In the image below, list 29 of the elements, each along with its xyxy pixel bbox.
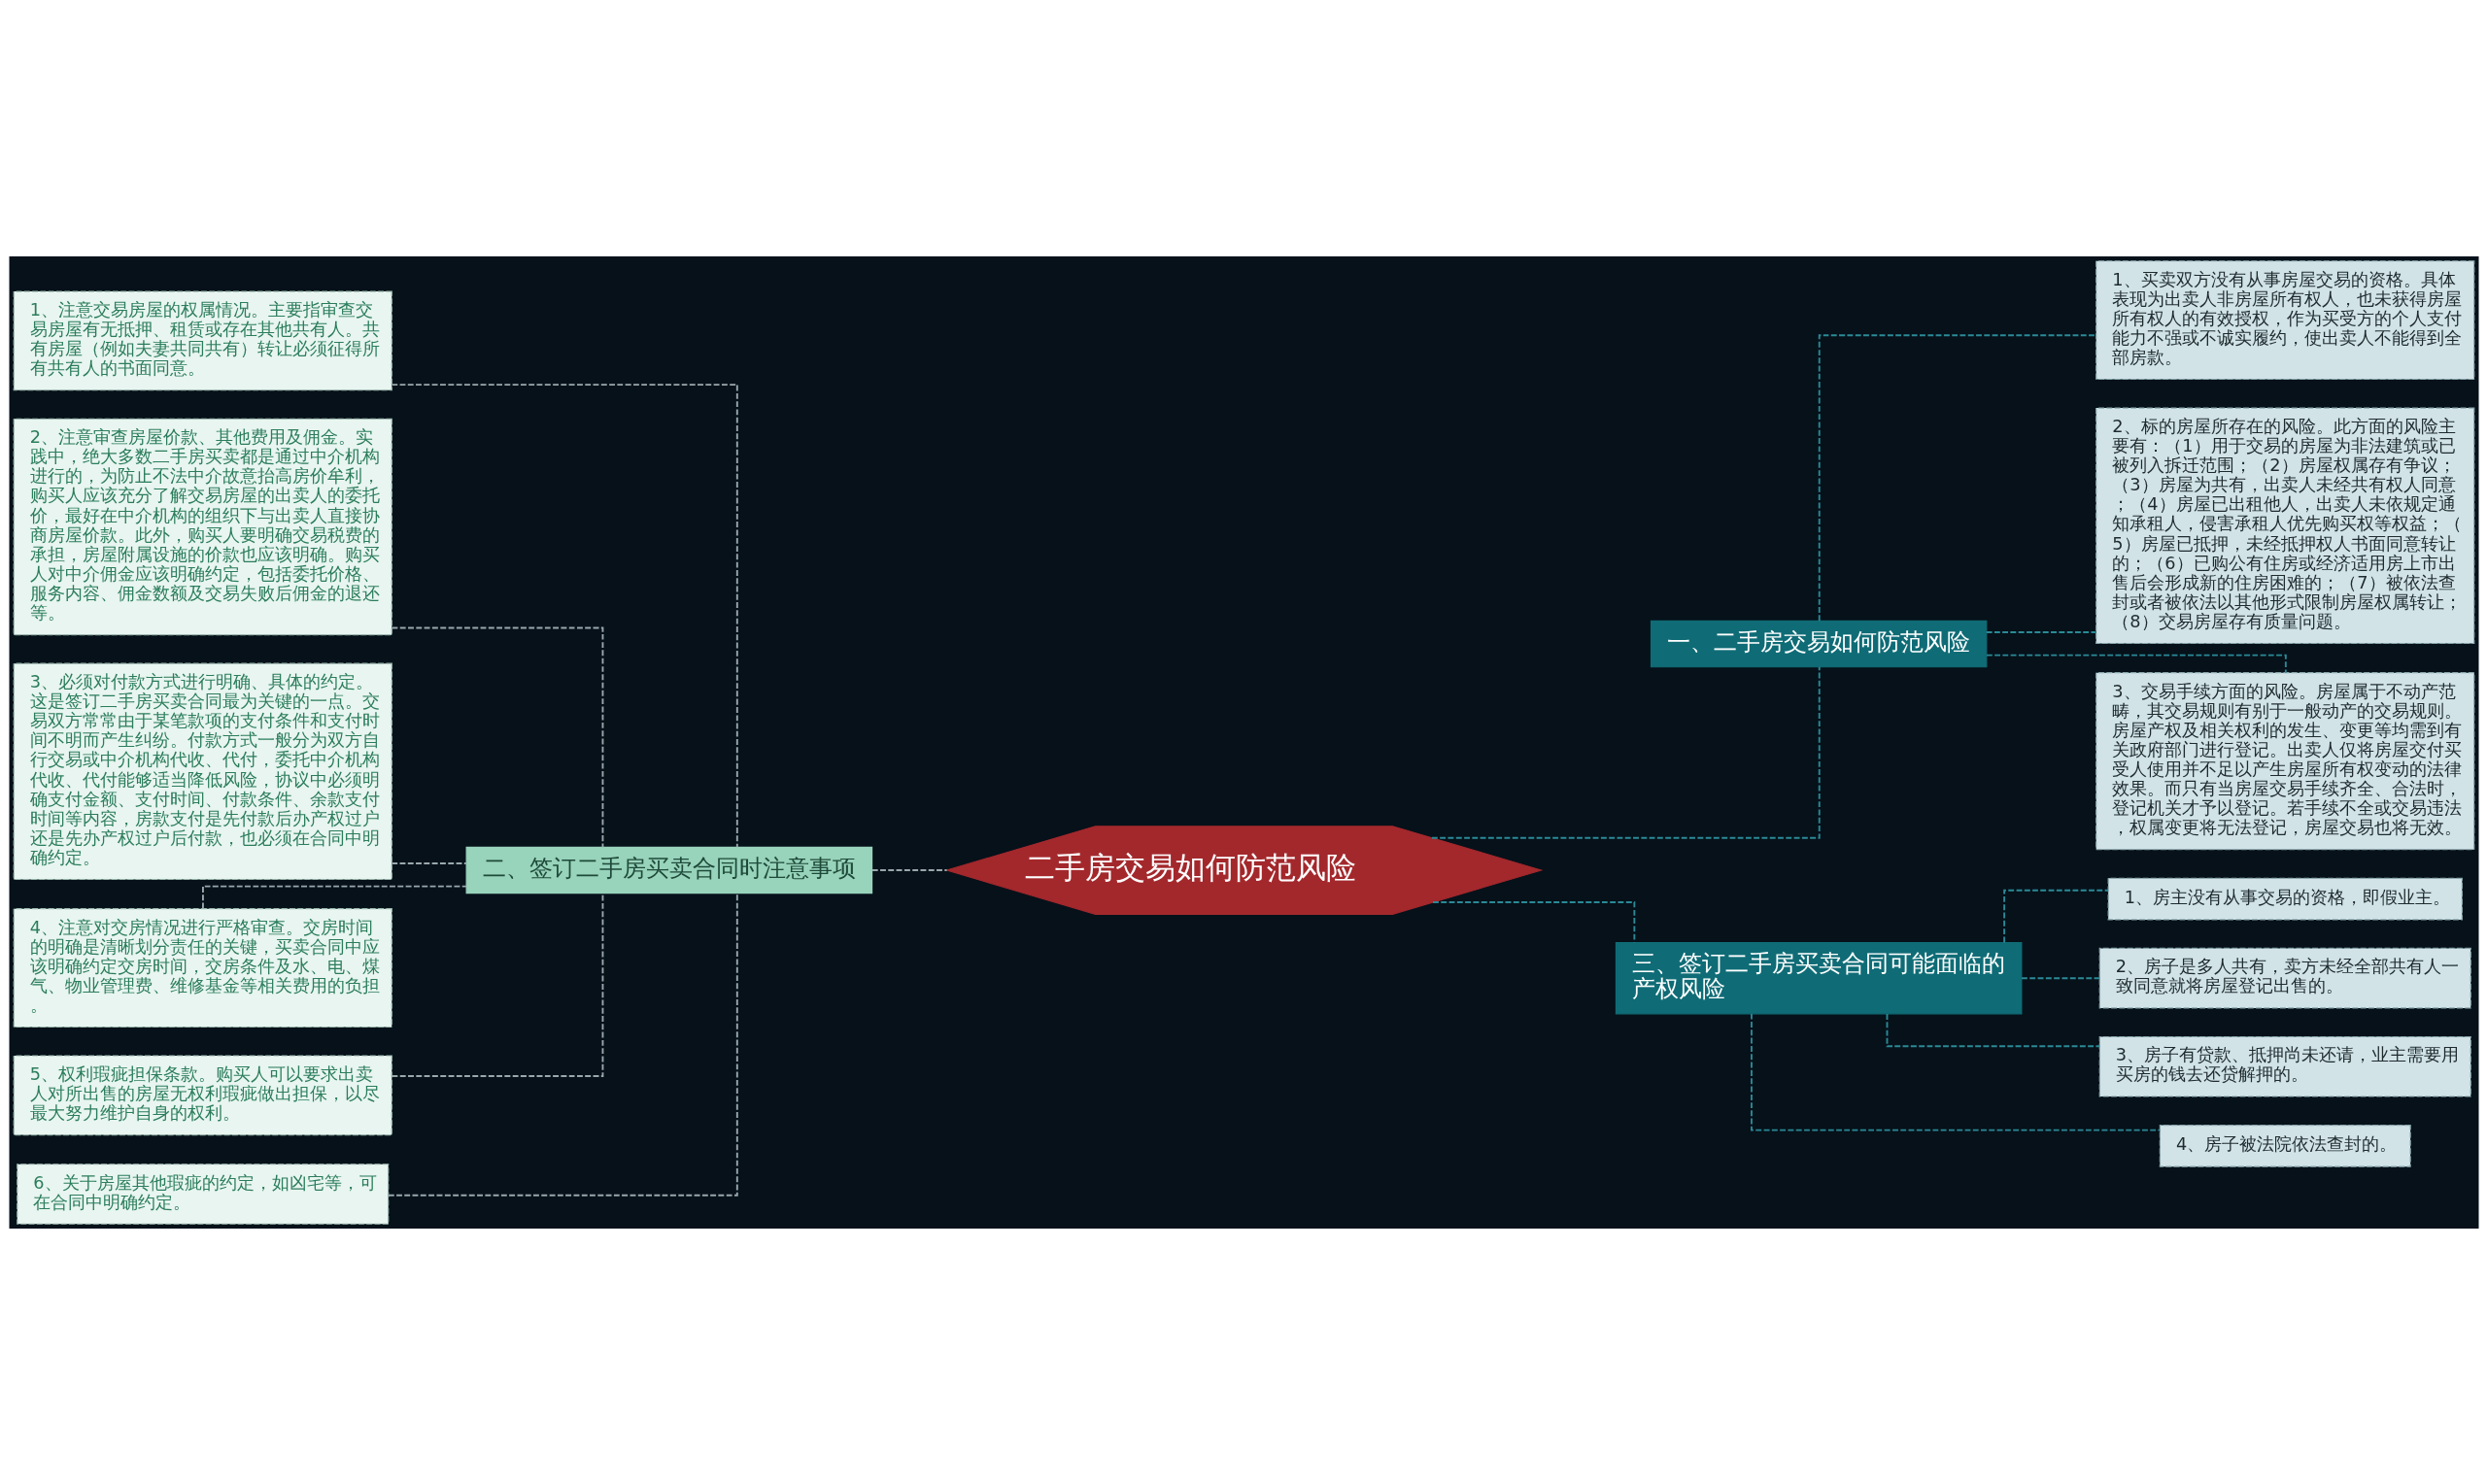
node-box: 1、注意交易房屋的权属情况。主要指审查交易房屋有无抵押、租赁或存在其他共有人。共有房屋（例如夫妻共同共有）转让必须征得所有共有人的书面同意。 bbox=[13, 290, 392, 390]
node-box: 三、签订二手房买卖合同可能面临的产权风险 bbox=[1615, 941, 2022, 1014]
connector bbox=[1431, 900, 1635, 943]
node-box: 3、必须对付款方式进行明确、具体的约定。这是签订二手房买卖合同最为关键的一点。交易双方常常由于某笔款项的支付条件和支付时间不明而产生纠纷。付款方式一般分为双方自行交易或中介机构代收、代付，委托中介机构代收、代付能够适当降低风险，协议中必须明确支付金额、支付时间、付款条件、余款支付时间等内容，房款支付是先付款后办产权过户还是先办产权过户后付款，也必须在合同中明确约定。 bbox=[13, 662, 392, 880]
node-box: 1、买卖双方没有从事房屋交易的资格。具体表现为出卖人非房屋所有权人，也未获得房屋所有权人的有效授权，作为买受方的个人支付能力不强或不诚实履约，使出卖人不能得到全部房款。 bbox=[2095, 259, 2474, 380]
node-box: 1、房主没有从事交易的资格，即假业主。 bbox=[2107, 877, 2463, 920]
connector bbox=[1750, 1012, 2161, 1131]
connector bbox=[391, 626, 603, 848]
node-box: 4、房子被法院依法查封的。 bbox=[2159, 1124, 2411, 1167]
node-box: 一、二手房交易如何防范风险 bbox=[1650, 620, 1987, 667]
node-box: 3、房子有贷款、抵押尚未还请，业主需要用买房的钱去还贷解押的。 bbox=[2098, 1035, 2471, 1097]
node-box: 二、签订二手房买卖合同时注意事项 bbox=[465, 846, 872, 894]
connector bbox=[1886, 1012, 2100, 1047]
node-box: 2、房子是多人共有，卖方未经全部共有人一致同意就将房屋登记出售的。 bbox=[2098, 947, 2471, 1009]
node-box: 5、权利瑕疵担保条款。购买人可以要求出卖人对所出售的房屋无权利瑕疵做出担保，以尽最大努力维护自身的权利。 bbox=[13, 1054, 392, 1135]
connector bbox=[870, 868, 948, 871]
node-box: 4、注意对交房情况进行严格审查。交房时间的明确是清晰划分责任的关键，买卖合同中应该明确约定交房时间，交房条件及水、电、煤气、物业管理费、维修基金等相关费用的负担。 bbox=[13, 907, 392, 1028]
connector bbox=[387, 892, 738, 1197]
connector bbox=[2002, 889, 2109, 943]
node-box: 2、标的房屋所存在的风险。此方面的风险主要有：（1）用于交易的房屋为非法建筑或已被列入拆迁范围；（2）房屋权属存有争议；（3）房屋为共有，出卖人未经共有权人同意；（4）房屋已出租他人，出卖人未依规定通知承租人，侵害承租人优先购买权等权益；（5）房屋已抵押，未经抵押权人书面同意转让的；（6）已购公有住房或经济适用房上市出售后会形成新的住房困难的；（7）被依法查封或者被依法以其他形式限制房屋权属转让；（8）交易房屋存有质量问题。 bbox=[2095, 407, 2474, 644]
connector bbox=[1818, 333, 2096, 622]
connector bbox=[1985, 630, 2096, 633]
connector bbox=[2020, 976, 2100, 979]
connector bbox=[390, 861, 467, 864]
node-box: 3、交易手续方面的风险。房屋属于不动产范畴，其交易规则有别于一般动产的交易规则。房屋产权及相关权利的发生、变更等均需到有关政府部门进行登记。出卖人仅将房屋交付买受人使用并不足以产生房屋所有权变动的法律效果。而只有当房屋交易手续齐全、合法时，登记机关才予以登记。若手续不全或交易违法，权属变更将无法登记，房屋交易也将无效。 bbox=[2095, 671, 2474, 850]
connector bbox=[391, 383, 738, 848]
node-box: 2、注意审查房屋价款、其他费用及佣金。实践中，绝大多数二手房买卖都是通过中介机构进行的，为防止不法中介故意抬高房价牟利，购买人应该充分了解交易房屋的出卖人的委托价，最好在中介机构的组织下与出卖人直接协商房屋价款。此外，购买人要明确交易税费的承担，房屋附属设施的价款也应该明确。购买人对中介佣金应该明确约定，包括委托价格、服务内容、佣金数额及交易失败后佣金的退还等。 bbox=[13, 418, 392, 635]
connector bbox=[1430, 665, 1821, 839]
node-box: 6、关于房屋其他瑕疵的约定，如凶宅等，可在合同中明确约定。 bbox=[16, 1163, 389, 1225]
